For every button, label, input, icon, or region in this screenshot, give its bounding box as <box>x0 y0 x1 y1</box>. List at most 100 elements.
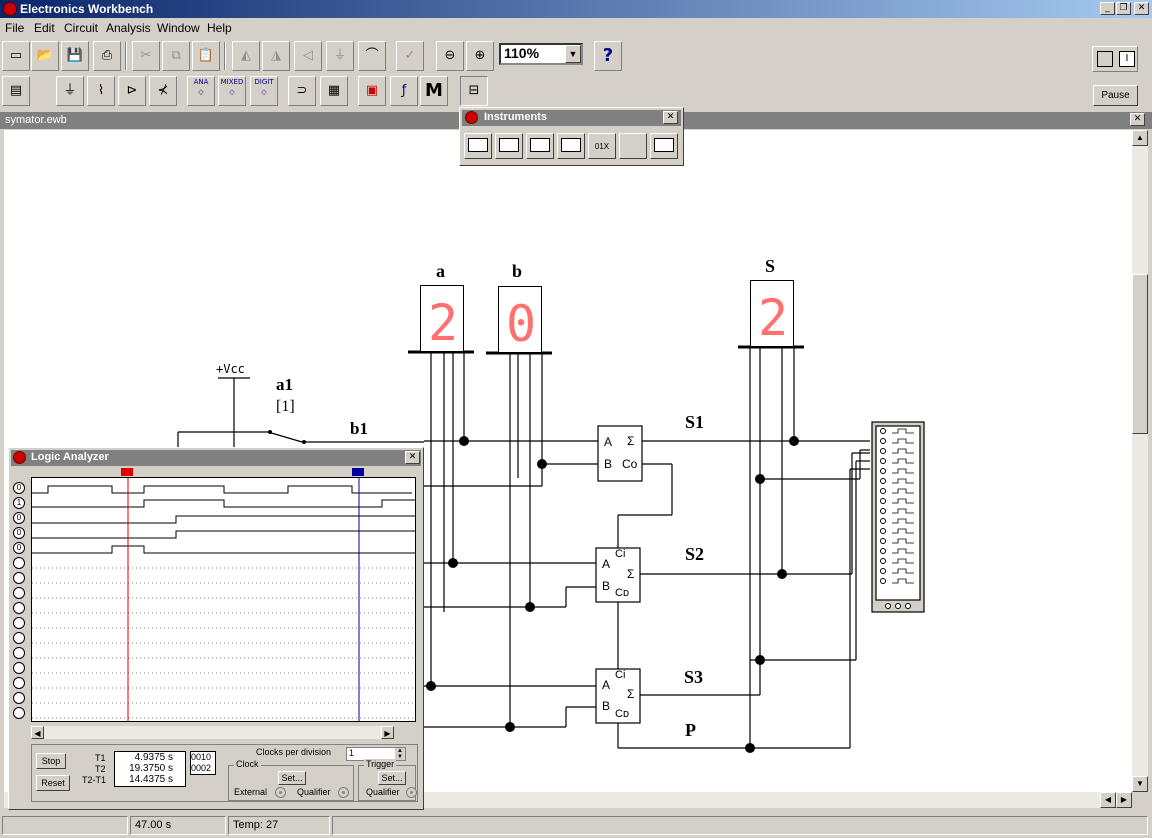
hex-t2: 0002 <box>191 763 212 773</box>
instruments-close-button[interactable]: ✕ <box>663 111 678 124</box>
clocks-per-division-value: 1 <box>349 748 355 758</box>
function-generator-icon[interactable] <box>495 133 523 159</box>
trigger-set-button[interactable]: Set... <box>378 771 406 785</box>
create-subcircuit-icon[interactable]: ✓ <box>396 41 424 71</box>
diodes-icon[interactable]: ⊳ <box>118 76 146 106</box>
spinner-icon[interactable]: ▲▼ <box>395 748 405 760</box>
restore-button[interactable]: ❐ <box>1116 2 1131 15</box>
scroll-up-icon[interactable]: ▲ <box>1132 130 1148 146</box>
seven-segment-display-a[interactable]: 2 <box>420 285 464 352</box>
analog-label: ANA <box>193 78 209 86</box>
menu-analysis[interactable]: Analysis <box>106 21 151 35</box>
zoom-select[interactable]: 110% ▼ <box>499 43 583 65</box>
oscilloscope-icon[interactable] <box>526 133 554 159</box>
cursor-t1-marker[interactable] <box>121 468 133 476</box>
hex-readout: 0010 0002 <box>190 751 216 775</box>
open-folder-icon[interactable]: 📂 <box>31 41 59 71</box>
component-properties-icon[interactable]: ⏚ <box>326 41 354 71</box>
adder3-carry-out: Cᴅ <box>615 708 630 720</box>
t1-value: 4.9375 s <box>134 752 173 763</box>
miscellaneous-button[interactable]: M <box>420 76 448 106</box>
channel-1-indicator: 0 <box>13 482 25 494</box>
flip-horizontal-icon[interactable]: ◮ <box>262 41 290 71</box>
la-scroll-right-icon[interactable]: ▶ <box>381 726 394 739</box>
logic-analyzer-window[interactable]: Logic Analyzer ✕ 0 1 0 0 0 <box>8 447 424 810</box>
new-file-icon[interactable]: ▭ <box>2 41 30 71</box>
flip-vertical-icon[interactable]: ◁ <box>294 41 322 71</box>
channel-5-indicator: 0 <box>13 542 25 554</box>
scroll-left-icon[interactable]: ◀ <box>1100 792 1116 808</box>
adder2-carry-in: Ci <box>615 548 626 560</box>
cursor-t2-marker[interactable] <box>352 468 364 476</box>
hex-t1: 0010 <box>191 752 212 762</box>
print-icon[interactable]: ⎙ <box>93 41 121 71</box>
indicators-icon[interactable]: ▣ <box>358 76 386 106</box>
basic-components-icon[interactable]: ⌇ <box>87 76 115 106</box>
cut-icon[interactable]: ✂ <box>132 41 160 71</box>
menu-circuit[interactable]: Circuit <box>64 21 99 35</box>
save-icon[interactable]: 💾 <box>61 41 89 71</box>
close-button[interactable]: ✕ <box>1134 2 1149 15</box>
bode-plotter-icon[interactable] <box>557 133 585 159</box>
waveform-traces <box>32 478 416 721</box>
copy-icon[interactable]: ⧉ <box>162 41 190 71</box>
document-close-button[interactable]: ✕ <box>1130 113 1145 126</box>
external-radio[interactable] <box>275 787 286 798</box>
zoom-value: 110% <box>504 45 540 61</box>
menu-window[interactable]: Window <box>157 21 200 35</box>
word-generator-icon[interactable]: 01X <box>588 133 616 159</box>
menu-help[interactable]: Help <box>207 21 232 35</box>
digital-flipflop-icon[interactable]: ▦ <box>320 76 348 106</box>
controls-icon[interactable]: ƒ <box>390 76 418 106</box>
seven-segment-display-b[interactable]: 0 <box>498 286 542 353</box>
transistors-icon[interactable]: ⊀ <box>149 76 177 106</box>
logic-analyzer-icon[interactable] <box>619 133 647 159</box>
seven-segment-display-s[interactable]: 2 <box>750 280 794 347</box>
logic-analyzer-display[interactable] <box>31 477 416 722</box>
paste-icon[interactable]: 📋 <box>192 41 220 71</box>
trigger-qualifier-radio[interactable] <box>406 787 417 798</box>
logic-gates-icon[interactable]: ⊃ <box>288 76 316 106</box>
digital-ics-icon[interactable]: DIGIT◇ <box>250 76 278 106</box>
menu-file[interactable]: File <box>5 21 25 35</box>
la-scroll-left-icon[interactable]: ◀ <box>31 726 44 739</box>
t2-t1-value: 14.4375 s <box>129 774 173 785</box>
word-generator-label: 01X <box>594 142 610 151</box>
status-message <box>2 816 128 835</box>
t2-label: T2 <box>95 764 106 774</box>
power-switch-button[interactable]: I <box>1092 46 1138 72</box>
logic-analyzer-scrollbar[interactable]: ◀ ▶ <box>31 726 394 739</box>
clocks-per-division-input[interactable]: 1 ▲▼ <box>346 747 406 761</box>
channel-10-indicator <box>13 617 25 629</box>
minimize-button[interactable]: _ <box>1100 2 1115 15</box>
rotate-icon[interactable]: ◭ <box>232 41 260 71</box>
help-button[interactable]: ? <box>594 41 622 71</box>
sources-icon[interactable]: ⏚ <box>56 76 84 106</box>
vertical-scrollbar[interactable]: ▲ ▼ <box>1132 130 1148 792</box>
instruments-toggle-icon[interactable]: ⊟ <box>460 76 488 106</box>
switch-b1-label: b1 <box>350 419 368 438</box>
clock-qualifier-radio[interactable] <box>338 787 349 798</box>
zoom-out-icon[interactable]: ⊖ <box>436 41 464 71</box>
zoom-in-icon[interactable]: ⊕ <box>466 41 494 71</box>
clock-set-button[interactable]: Set... <box>278 771 306 785</box>
parts-bin-toggle-icon[interactable]: ▤ <box>2 76 30 106</box>
stop-button[interactable]: Stop <box>36 753 66 769</box>
instruments-palette[interactable]: Instruments ✕ 01X <box>459 107 684 166</box>
reset-button[interactable]: Reset <box>36 775 70 791</box>
pause-button[interactable]: Pause <box>1093 85 1138 106</box>
schematic-wires <box>177 345 925 753</box>
logic-converter-icon[interactable] <box>650 133 678 159</box>
vertical-scroll-thumb[interactable] <box>1132 274 1148 434</box>
analog-ics-icon[interactable]: ANA◇ <box>187 76 215 106</box>
app-icon[interactable] <box>3 2 17 16</box>
menu-edit[interactable]: Edit <box>34 21 55 35</box>
scroll-right-icon[interactable]: ▶ <box>1116 792 1132 808</box>
status-extra <box>332 816 1148 835</box>
multimeter-icon[interactable] <box>464 133 492 159</box>
analysis-graph-icon[interactable]: ⌒ <box>358 41 386 71</box>
logic-analyzer-close-button[interactable]: ✕ <box>405 451 420 464</box>
scroll-down-icon[interactable]: ▼ <box>1132 776 1148 792</box>
chevron-down-icon[interactable]: ▼ <box>565 45 581 63</box>
mixed-ics-icon[interactable]: MIXED◇ <box>218 76 246 106</box>
